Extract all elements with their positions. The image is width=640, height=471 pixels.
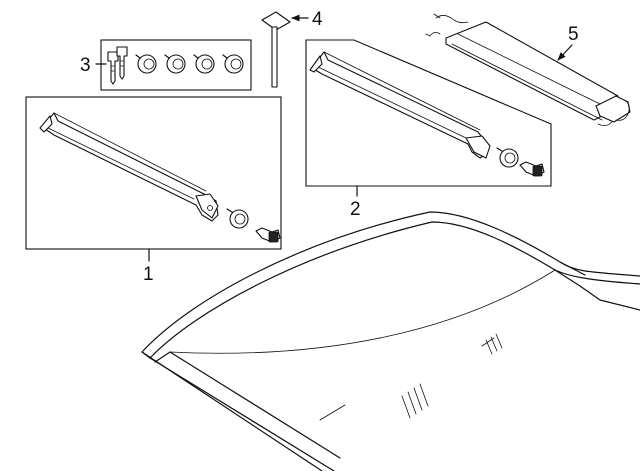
callout-3: 3 [80,55,91,76]
callout-1: 1 [143,264,154,285]
lock-cylinder-icon [193,54,215,74]
cargo-cover-icon [425,13,631,126]
crossbar-1-group: 1 [25,96,282,285]
key-icon [255,227,281,243]
tool-group: 4 [261,9,323,88]
crossbar-2-box [305,39,552,187]
key-icon [519,161,545,177]
callout-4: 4 [312,9,323,30]
lock-cylinder-icon [226,208,249,229]
crossbar-icon [39,112,219,222]
lock-cylinder-icon [222,54,244,74]
lock-cylinder-icon [496,147,519,168]
cargo-cover-group: 5 [425,13,631,126]
crossbar-2-group: 2 [305,39,552,220]
hex-wrench-icon [261,11,291,88]
vehicle-roof-outline [141,211,640,471]
lock-cylinder-icon [135,54,157,74]
lock-set-box [100,39,252,91]
callout-5: 5 [568,24,579,45]
keys-icon [107,46,128,85]
crossbar-1-box [25,96,282,250]
lock-set-group: 3 [80,39,252,91]
crossbar-icon [309,51,491,159]
callout-2: 2 [350,199,361,220]
callout-leader-5 [557,44,573,61]
lock-cylinder-icon [164,54,186,74]
